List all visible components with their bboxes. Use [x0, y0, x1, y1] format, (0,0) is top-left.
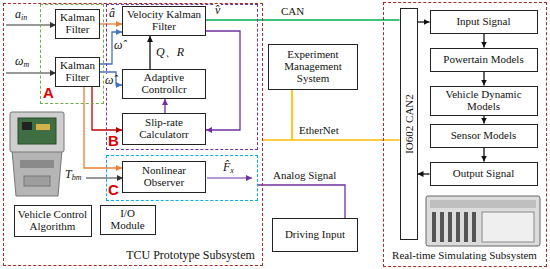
signal-connector — [92, 87, 122, 130]
box-label: Sensor Models — [449, 130, 519, 142]
box-label: Vehicle Dynamic Models — [431, 89, 537, 113]
signal-connector — [149, 36, 150, 69]
tcu-connector — [36, 124, 50, 130]
tcu-case — [12, 150, 62, 196]
interface-box: IO602 CAN2 — [400, 8, 418, 240]
box-label: Velocity Kalman Filter — [123, 9, 205, 33]
box-label: Input Signal — [454, 16, 512, 28]
module-region: B Velocity Kalman FilterAdaptive Controll… — [106, 4, 258, 150]
signal-connector — [418, 21, 430, 22]
model-box: Sensor Models — [430, 124, 538, 148]
simulator-picture — [426, 196, 540, 246]
tcu-plug — [20, 160, 54, 168]
box-label: Nonlinear Observer — [123, 165, 205, 189]
tcu-hardware-picture — [10, 112, 64, 196]
bus-name: EtherNet — [298, 124, 340, 137]
module-region: CNonlinear Observer — [106, 155, 258, 201]
tcu-pcb — [18, 118, 56, 144]
simulator-slot — [464, 212, 468, 242]
box-label: Kalman Filter — [56, 12, 99, 36]
tcu-plug — [24, 176, 50, 186]
simulator-case — [426, 196, 540, 246]
model-box: Output Signal — [430, 162, 538, 186]
process-box: Slip-rate Calculatorr — [122, 113, 206, 145]
signal-connector — [164, 99, 165, 113]
signal-connector — [258, 185, 346, 218]
region-letter: C — [108, 181, 122, 198]
component-box: Vehicle Control Algorithm — [14, 205, 92, 237]
signal-name: ω̂ — [113, 39, 123, 53]
signal-connector — [206, 19, 400, 20]
signal-name: ωm — [14, 55, 30, 69]
bus-name: CAN — [280, 5, 305, 18]
interface-label: IO602 CAN2 — [403, 94, 415, 154]
process-box: Adaptive Controllcr — [122, 69, 206, 99]
signal-connector — [418, 173, 430, 174]
box-label: Slip-rate Calculatorr — [123, 117, 205, 141]
signal-connector — [483, 72, 484, 86]
model-box: Powertain Models — [430, 48, 538, 72]
box-label: Driving Input — [283, 229, 347, 241]
tcu-housing — [10, 112, 64, 152]
signal-connector — [483, 148, 484, 162]
input-wire — [6, 72, 56, 73]
subsystem-region: TCU Prototype SubsystemAKalman FilterKal… — [3, 3, 263, 266]
signal-name: ain — [14, 8, 28, 22]
output-wire — [207, 177, 252, 178]
signal-connector — [483, 34, 484, 48]
model-box: Vehicle Dynamic Models — [430, 86, 538, 116]
region-title: Real-time Simulating Subsystem — [386, 249, 544, 262]
simulator-slot — [456, 212, 460, 242]
model-box: Input Signal — [430, 10, 538, 34]
bus-name: Analog Signal — [272, 169, 337, 182]
simulator-bay — [482, 212, 534, 242]
simulator-slot — [472, 212, 476, 242]
simulator-panel — [430, 200, 536, 208]
box-label: Adaptive Controllcr — [123, 72, 205, 96]
region-title: TCU Prototype Subsystem — [120, 249, 262, 263]
input-wire — [6, 24, 56, 25]
signal-name: â — [108, 7, 116, 21]
edge-label: Q、R — [155, 46, 185, 60]
signal-connector — [206, 31, 240, 130]
simulator-slot — [448, 212, 452, 242]
signal-connector — [483, 116, 484, 124]
tcu-chip — [22, 122, 32, 130]
system-box: Experiment Management System — [268, 44, 358, 90]
box-label: Powertain Models — [441, 54, 525, 66]
box-label: I/O Module — [101, 208, 155, 232]
filter-box: Kalman Filter — [55, 57, 100, 87]
module-region: AKalman FilterKalman Filter — [40, 4, 104, 104]
signal-name: F̂x — [222, 161, 235, 175]
box-label: Experiment Management System — [269, 49, 357, 85]
process-box: Velocity Kalman Filter — [122, 6, 206, 36]
signal-name: v̂ — [214, 4, 221, 18]
signal-name: Tbm — [64, 168, 82, 182]
process-box: Nonlinear Observer — [122, 161, 206, 193]
filter-box: Kalman Filter — [55, 9, 100, 39]
region-letter: B — [108, 132, 122, 149]
box-label: Output Signal — [451, 168, 516, 180]
component-box: I/O Module — [100, 205, 156, 235]
signal-connector — [263, 90, 292, 140]
simulator-slot — [440, 212, 444, 242]
input-wire — [86, 177, 123, 178]
box-label: Vehicle Control Algorithm — [15, 209, 91, 233]
simulator-slot — [432, 212, 436, 242]
box-label: Kalman Filter — [56, 60, 99, 84]
subsystem-region: Real-time Simulating Subsystem IO602 CAN2… — [383, 2, 547, 267]
input-box: Driving Input — [272, 218, 358, 252]
